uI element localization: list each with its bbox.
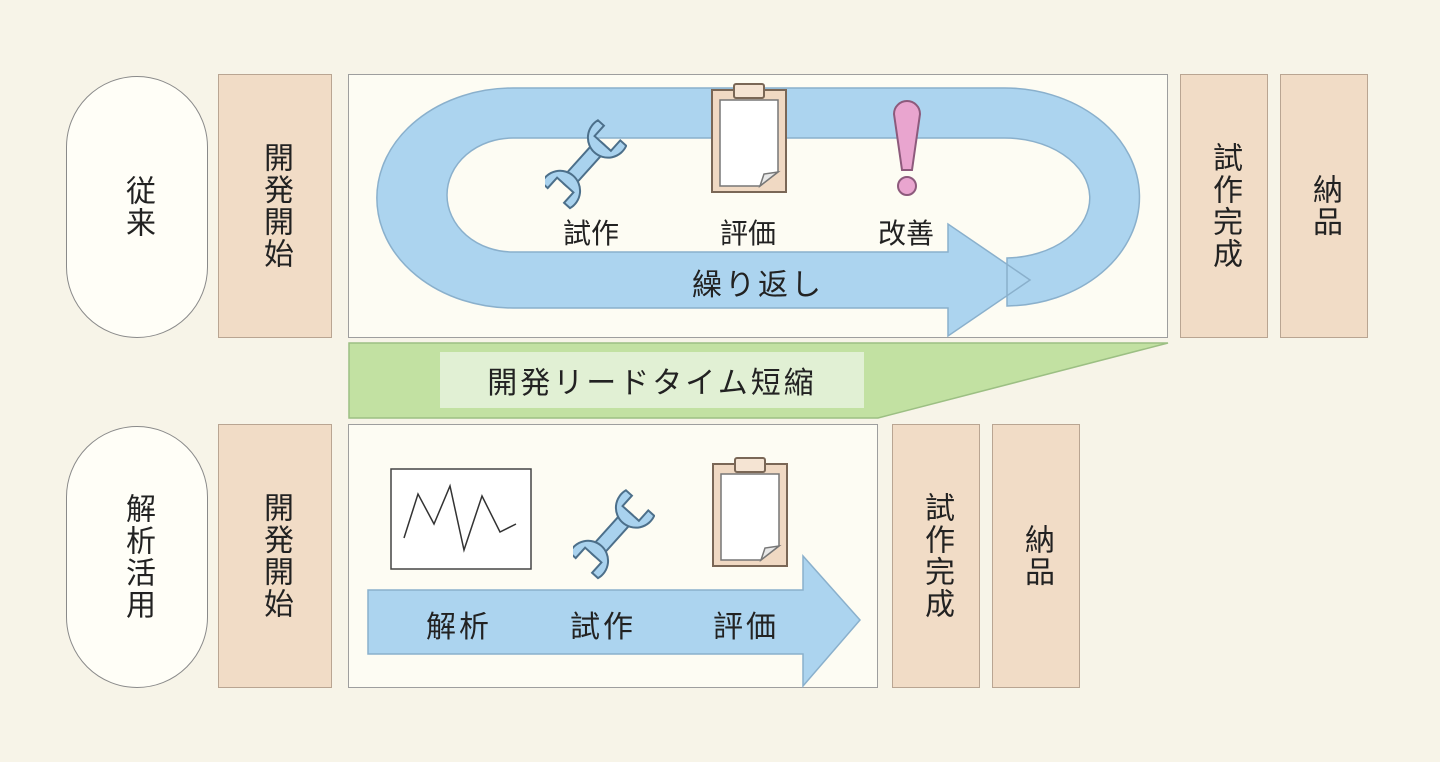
conventional-label-text: 従来 [120,175,155,239]
analysis-start-text: 開発開始 [258,492,293,620]
conventional-delivery-box: 納品 [1280,74,1368,338]
analysis-label: 解析活用 [66,426,208,688]
loop-step-improvement: 改善 [878,217,935,250]
analysis-start-box: 開発開始 [218,424,332,688]
analysis-prototype-done-text: 試作完成 [919,492,954,620]
analysis-prototype-done-box: 試作完成 [892,424,980,688]
loop-arrow-shape [376,87,1141,338]
conventional-label: 従来 [66,76,208,338]
loop-step-prototype: 試作 [563,217,620,250]
wrench-icon [545,119,627,210]
analysis-delivery-text: 納品 [1019,524,1054,588]
lead-time-reduction-label: 開発リードタイム短縮 [487,366,817,401]
analysis-flow-arrow [367,554,861,688]
flow-step-prototype: 試作 [570,610,636,645]
repeat-loop-arrow [376,87,1141,338]
conventional-start-text: 開発開始 [258,142,293,270]
lead-time-reduction-label-box: 開発リードタイム短縮 [440,352,864,408]
analysis-delivery-box: 納品 [992,424,1080,688]
repeat-label: 繰り返し [692,268,824,303]
conventional-delivery-text: 納品 [1307,174,1342,238]
flow-arrow-shape [367,554,861,688]
clipboard-icon [711,83,787,193]
clipboard-icon [712,457,788,567]
exclamation-icon [892,100,922,196]
conventional-prototype-done-text: 試作完成 [1207,142,1242,270]
conventional-start-box: 開発開始 [218,74,332,338]
loop-step-evaluation: 評価 [720,217,777,250]
wrench-icon [573,489,655,580]
analysis-label-text: 解析活用 [120,493,155,621]
flow-step-analysis: 解析 [426,610,492,645]
line-graph-icon [390,468,532,570]
flow-step-evaluation: 評価 [713,610,779,645]
conventional-prototype-done-box: 試作完成 [1180,74,1268,338]
